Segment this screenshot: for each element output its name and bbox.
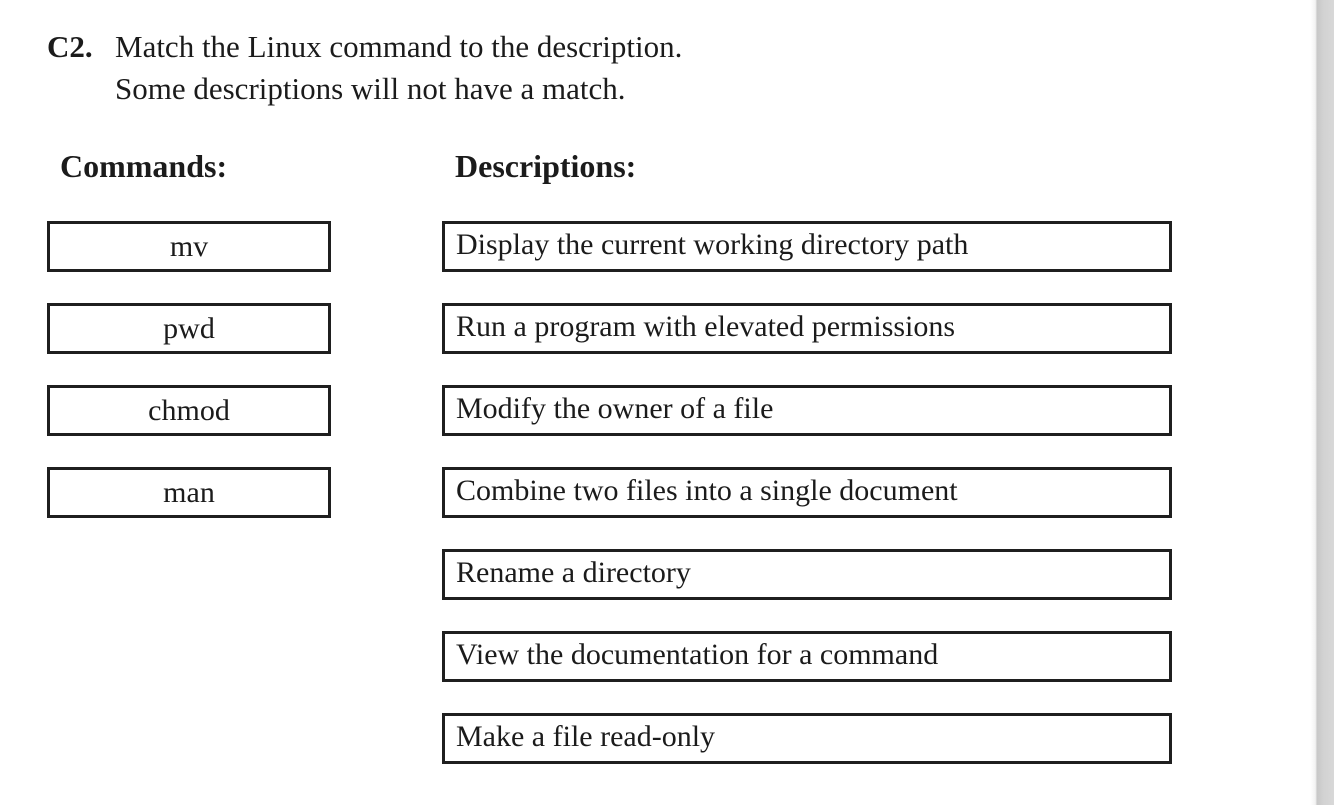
description-box-5: Rename a directory — [442, 549, 1172, 600]
question-number: C2. — [47, 29, 93, 64]
description-box-1: Display the current working directory pa… — [442, 221, 1172, 272]
command-box-2: pwd — [47, 303, 331, 354]
description-box-4: Combine two files into a single document — [442, 467, 1172, 518]
commands-column-header: Commands: — [60, 148, 228, 184]
description-box-6: View the documentation for a command — [442, 631, 1172, 682]
command-box-3: chmod — [47, 385, 331, 436]
description-box-3: Modify the owner of a file — [442, 385, 1172, 436]
command-box-4: man — [47, 467, 331, 518]
description-box-7: Make a file read-only — [442, 713, 1172, 764]
descriptions-column-header: Descriptions: — [455, 148, 637, 184]
commands-list: mv pwd chmod man — [47, 221, 331, 549]
description-box-2: Run a program with elevated permissions — [442, 303, 1172, 354]
question-line-2: Some descriptions will not have a match. — [115, 71, 626, 106]
question-line-1: Match the Linux command to the descripti… — [115, 29, 683, 64]
question-header: C2. Match the Linux command to the descr… — [47, 26, 682, 110]
descriptions-list: Display the current working directory pa… — [442, 221, 1172, 795]
command-box-1: mv — [47, 221, 331, 272]
question-text: Match the Linux command to the descripti… — [115, 26, 682, 110]
page-edge-shadow — [1310, 0, 1334, 805]
